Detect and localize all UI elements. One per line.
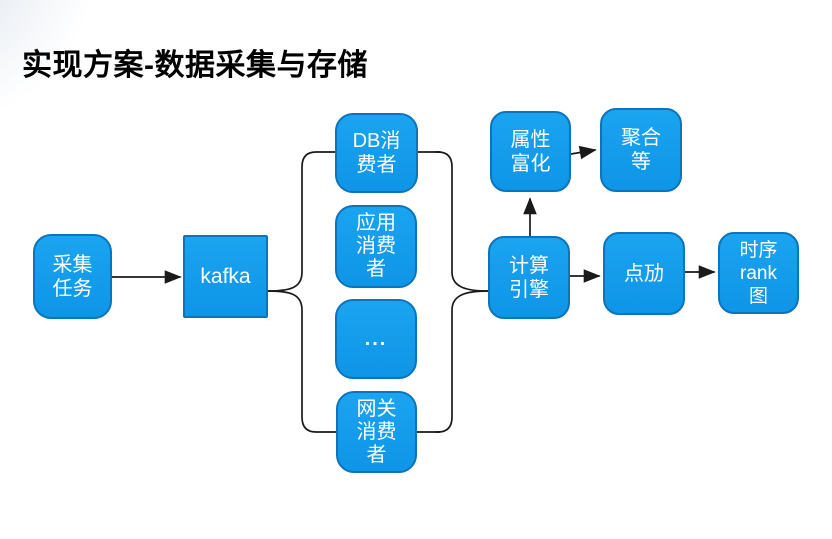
node-kafka: kafka (183, 235, 268, 318)
node-label-line: 点劢 (624, 262, 664, 285)
node-label-line: 等 (631, 151, 651, 173)
node-label-line: 者 (366, 443, 387, 466)
node-gateway-consumer: 网关 消费 者 (336, 391, 417, 473)
node-label-line: 聚合 (621, 127, 661, 149)
node-label-line: 者 (366, 258, 386, 280)
page-title: 实现方案-数据采集与存储 (22, 49, 368, 83)
arrow-enrich-to-agg (570, 145, 597, 160)
node-aggregation-etc: 聚合 等 (600, 108, 682, 192)
node-db-consumer: DB消 费者 (335, 113, 418, 193)
node-diandong: 点劢 (603, 232, 685, 315)
node-label-line: rank (740, 262, 777, 284)
node-label-line: 采集 (52, 253, 93, 276)
node-compute-engine: 计算 引擎 (488, 236, 570, 319)
node-label-line: kafka (200, 264, 251, 288)
node-label-line: ... (364, 328, 388, 350)
brace-engine-fanin-bottom (435, 290, 489, 433)
node-label-line: 属性 (510, 128, 551, 151)
node-label-line: 富化 (510, 152, 551, 175)
node-collection-task: 采集 任务 (33, 234, 112, 319)
node-label-line: 费者 (356, 154, 397, 176)
node-attribute-enrichment: 属性 富化 (490, 111, 571, 192)
node-timeseries-rank-chart: 时序 rank 图 (718, 232, 799, 314)
node-label-line: 消费 (356, 420, 397, 443)
node-label-line: 时序 (739, 239, 778, 261)
node-label-line: DB消 (352, 130, 401, 152)
brace-engine-fanin-top (435, 151, 489, 292)
node-label-line: 应用 (356, 212, 396, 234)
node-app-consumer: 应用 消费 者 (335, 205, 417, 288)
node-label-line: 计算 (509, 254, 549, 277)
node-label-line: 消费 (356, 235, 396, 257)
node-label-line: 图 (748, 285, 768, 307)
node-label-line: 引擎 (509, 278, 549, 301)
node-label-line: 网关 (356, 397, 397, 420)
node-label-line: 任务 (52, 277, 93, 300)
node-ellipsis: ... (335, 299, 417, 379)
